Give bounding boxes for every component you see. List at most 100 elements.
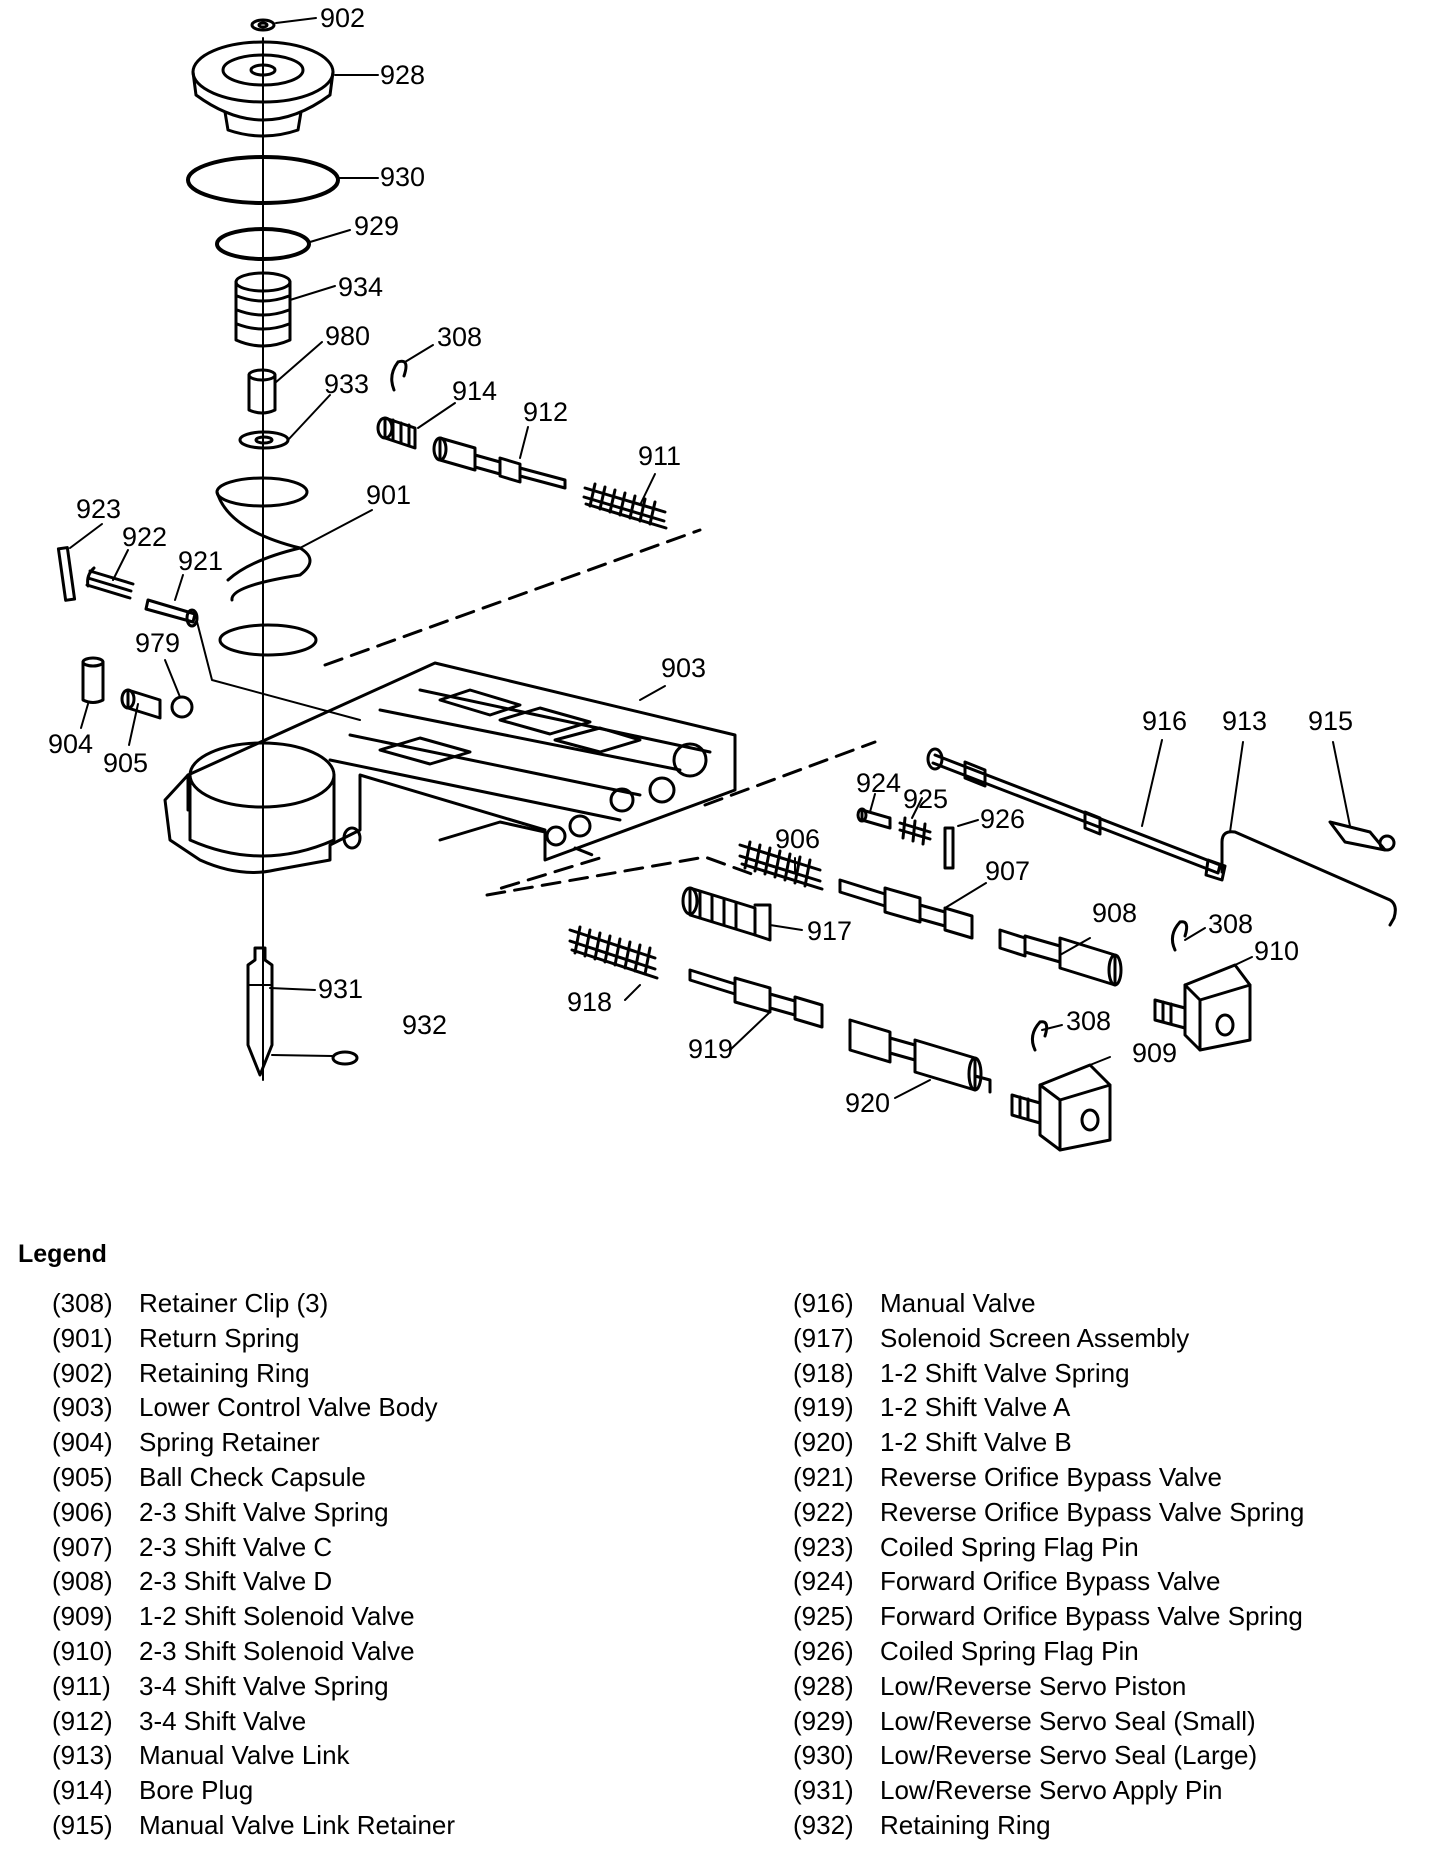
legend-item: (915)Manual Valve Link Retainer [52,1808,455,1843]
callout-912: 912 [523,397,568,427]
legend-item-number: (931) [793,1775,854,1806]
flag-pin-923 [56,546,77,602]
forward-bypass-spring-925 [898,816,932,846]
legend-item: (909) 1-2 Shift Solenoid Valve [52,1599,455,1634]
callout-920: 920 [845,1088,890,1118]
legend-item-label: 3-4 Shift Valve Spring [139,1670,389,1701]
legend-item: (926) Coiled Spring Flag Pin [793,1634,1304,1669]
leader-lines [69,17,1351,1099]
forward-bypass-valve-924 [856,807,892,830]
valve-spring-911 [582,482,668,530]
legend-item-number: (930) [793,1740,854,1771]
callout-928: 928 [380,60,425,90]
leader-932 [271,1054,333,1057]
legend-item-label: Coiled Spring Flag Pin [880,1531,1139,1562]
callout-916: 916 [1142,706,1187,736]
legend-item-number: (924) [793,1566,854,1597]
pin-sleeve-980 [247,368,277,415]
legend-item-label: Ball Check Capsule [139,1461,366,1492]
legend-item-number: (921) [793,1461,854,1492]
manual-link-913 [1220,830,1397,927]
servo-seal-large-930 [186,155,340,205]
legend-item-number: (903) [52,1392,113,1423]
callout-933: 933 [324,369,369,399]
legend-item: (911)3-4 Shift Valve Spring [52,1669,455,1704]
legend-item-number: (917) [793,1322,854,1353]
legend-item-label: Manual Valve [880,1288,1036,1318]
legend-item: (918)1-2 Shift Valve Spring [793,1356,1304,1391]
callout-929: 929 [354,211,399,241]
legend-item: (904) Spring Retainer [52,1425,455,1460]
legend-item-label: 2-3 Shift Solenoid Valve [139,1635,415,1666]
legend-item: (928)Low/Reverse Servo Piston [793,1669,1304,1704]
callout-931: 931 [318,974,363,1004]
legend-item: (908)2-3 Shift Valve D [52,1564,455,1599]
legend-item-number: (904) [52,1427,113,1458]
callout-308-mid: 308 [1208,909,1253,939]
legend-item: (930) Low/Reverse Servo Seal (Large) [793,1738,1304,1773]
legend-item-label: Low/Reverse Servo Seal (Large) [880,1740,1258,1771]
callout-907: 907 [985,856,1030,886]
callout-919: 919 [688,1034,733,1064]
legend-item-label: 1-2 Shift Solenoid Valve [139,1601,415,1632]
legend-item-label: Spring Retainer [139,1427,320,1458]
callout-910: 910 [1254,936,1299,966]
legend-item: (932) Retaining Ring [793,1808,1304,1843]
legend-item-label: Reverse Orifice Bypass Valve Spring [880,1496,1305,1527]
legend-item: (922)Reverse Orifice Bypass Valve Spring [793,1495,1304,1530]
legend-title: Legend [18,1240,107,1268]
spring-retainer-904 [81,656,105,704]
callout-914: 914 [452,376,497,406]
legend-item: (901) Return Spring [52,1321,455,1356]
legend-item-number: (914) [52,1775,113,1806]
bypass-spring-922 [85,566,135,600]
callout-901: 901 [366,480,411,510]
legend-item: (308)Retainer Clip (3) [52,1286,455,1321]
legend-item-label: Retainer Clip (3) [139,1288,329,1318]
callouts: 902 928 930 929 934 980 308 933 914 912 … [48,3,1353,1118]
legend-item-label: Return Spring [139,1322,300,1353]
callout-930: 930 [380,162,425,192]
legend-item-label: Coiled Spring Flag Pin [880,1635,1139,1666]
legend-item-number: (926) [793,1635,854,1666]
valve-spring-918 [568,925,659,980]
flag-pin-926 [943,826,955,870]
legend-item-label: 1-2 Shift Valve Spring [880,1357,1130,1388]
shift-valve-a-919 [688,968,824,1029]
legend-item: (921)Reverse Orifice Bypass Valve [793,1460,1304,1495]
legend-item: (916) Manual Valve [793,1286,1304,1321]
servo-seal-small-929 [215,227,311,261]
legend-item-number: (915) [52,1809,113,1840]
legend-item: (929)Low/Reverse Servo Seal (Small) [793,1704,1304,1739]
check-ball-979 [170,695,194,719]
legend-item-label: 2-3 Shift Valve C [139,1531,333,1562]
legend-item: (919)1-2 Shift Valve A [793,1390,1304,1425]
legend: Legend (308)Retainer Clip (3)(901) Return… [0,1230,1456,1866]
legend-item: (902) Retaining Ring [52,1356,455,1391]
legend-item-number: (923) [793,1531,854,1562]
legend-item-label: Retaining Ring [880,1809,1051,1840]
callout-980: 980 [325,321,370,351]
retainer-clip-308-mid [1170,920,1189,952]
link-retainer-915 [1328,820,1396,852]
legend-item-number: (910) [52,1635,113,1666]
legend-item: (920)1-2 Shift Valve B [793,1425,1304,1460]
legend-item-label: Lower Control Valve Body [139,1392,438,1423]
legend-item-label: 1-2 Shift Valve A [880,1392,1071,1423]
legend-item-number: (901) [52,1322,113,1353]
callout-923: 923 [76,494,121,524]
assembly-dashed-lines [323,528,877,897]
legend-item-label: Retaining Ring [139,1357,310,1388]
legend-item-number: (909) [52,1601,113,1632]
legend-item-number: (902) [52,1357,113,1388]
callout-926: 926 [980,804,1025,834]
legend-item-number: (916) [793,1288,854,1318]
legend-column-left: (308)Retainer Clip (3)(901) Return Spring… [52,1286,455,1843]
shift-valve-b-920 [848,1018,992,1094]
legend-item-label: Manual Valve Link [139,1740,350,1771]
servo-cushion-934 [234,271,292,348]
legend-item-number: (932) [793,1809,854,1840]
callout-904: 904 [48,729,93,759]
legend-item-label: Solenoid Screen Assembly [880,1322,1190,1353]
legend-item-number: (907) [52,1531,113,1562]
